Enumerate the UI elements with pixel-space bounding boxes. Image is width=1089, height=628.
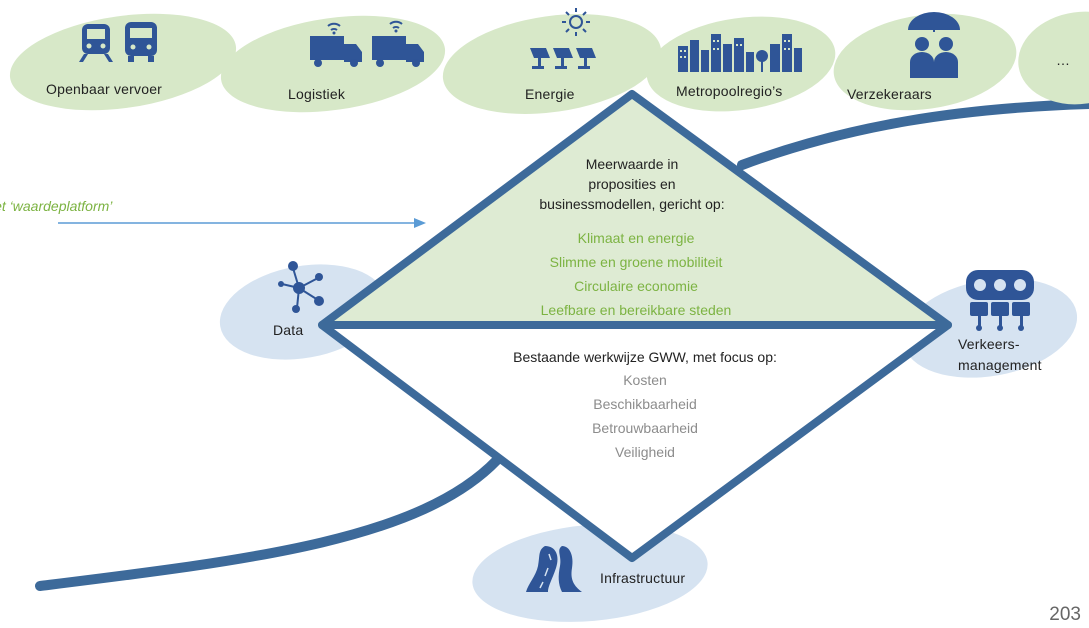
existing-item: Veiligheid [615, 444, 675, 460]
road-icon [526, 546, 582, 592]
sector-label-verzekeraars: Verzekeraars [847, 86, 932, 102]
traffic-lights-icon [966, 270, 1034, 331]
sector-label-metropoolregios: Metropoolregio’s [676, 83, 783, 99]
existing-item: Beschikbaarheid [593, 396, 697, 412]
existing-heading: Bestaande werkwijze GWW, met focus op: [513, 349, 777, 365]
value-heading: Meerwaarde in proposities en businessmod… [539, 154, 724, 214]
sector-label-energie: Energie [525, 86, 575, 102]
value-items: Klimaat en energie Slimme en groene mobi… [541, 226, 732, 322]
value-item: Slimme en groene mobiliteit [549, 254, 723, 270]
value-heading-line-3: businessmodellen, gericht op: [539, 196, 725, 212]
city-skyline-icon [678, 34, 802, 72]
value-heading-line-1: Meerwaarde in [585, 156, 679, 172]
existing-triangle [318, 321, 952, 562]
lower-flow-curve [35, 455, 502, 591]
value-item: Leefbare en bereikbare steden [540, 302, 732, 318]
network-nodes-icon [278, 261, 324, 313]
traffic-label-line-2: management [958, 357, 1042, 373]
value-item: Klimaat en energie [577, 230, 695, 246]
upper-flow-curve [737, 99, 1089, 170]
value-platform-label: Het ‘waardeplatform’ [0, 198, 113, 214]
train-bus-icon [79, 22, 157, 62]
existing-items: Kosten Beschikbaarheid Betrouwbaarheid V… [592, 368, 698, 464]
sector-ellipse-energie [442, 14, 662, 114]
sector-ellipse-openbaar-vervoer [9, 13, 237, 111]
sector-label-logistiek: Logistiek [288, 86, 346, 102]
value-heading-line-2: proposities en [588, 176, 676, 192]
traffic-ellipse [902, 278, 1078, 378]
existing-item: Betrouwbaarheid [592, 420, 698, 436]
platform-arrow-head [414, 218, 426, 228]
page-number: 203 [1049, 604, 1081, 625]
sector-label-openbaar-vervoer: Openbaar vervoer [46, 81, 163, 97]
sector-label-more: … [1056, 52, 1071, 68]
existing-item: Kosten [623, 372, 667, 388]
solar-panels-sun-icon [530, 8, 596, 69]
connected-trucks-icon [310, 20, 424, 67]
infra-label: Infrastructuur [600, 570, 686, 586]
traffic-label-line-1: Verkeers- [958, 336, 1020, 352]
sector-ellipse-more [1018, 11, 1089, 105]
traffic-label: Verkeers- management [958, 334, 1042, 376]
value-item: Circulaire economie [574, 278, 698, 294]
umbrella-people-icon [908, 12, 960, 78]
data-label: Data [273, 322, 304, 338]
